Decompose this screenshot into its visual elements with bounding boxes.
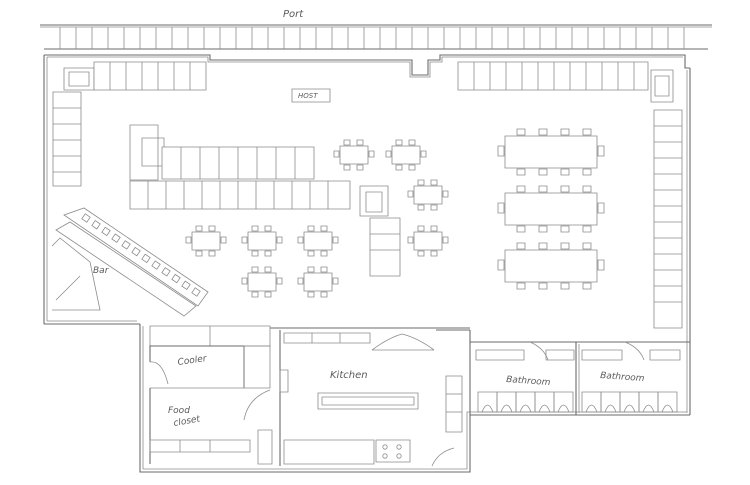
central-booths (130, 125, 400, 276)
long-tables (498, 129, 604, 289)
bathroom-stall (620, 392, 639, 412)
stall-door (501, 405, 512, 412)
bathroom-stall (497, 392, 516, 412)
port-label: Port (283, 9, 304, 20)
bar-stool (82, 214, 90, 222)
bathroom-stall (516, 392, 535, 412)
stall-door (662, 405, 673, 412)
cooler-label: Cooler (177, 354, 208, 368)
bathroom-stall (554, 392, 573, 412)
bathroom-left-label: Bathroom (506, 375, 551, 388)
bar-stool (102, 227, 110, 235)
bar-stool (152, 261, 160, 269)
bathroom-stall (582, 392, 601, 412)
kitchen-label: Kitchen (330, 370, 368, 381)
bathroom-right-label: Bathroom (600, 371, 645, 384)
stall-door (605, 405, 616, 412)
food-label: Food (168, 406, 190, 416)
bathroom-stall (601, 392, 620, 412)
closet-label: closet (173, 414, 202, 429)
bar-stool (172, 274, 180, 282)
stall-door (482, 405, 493, 412)
stall-door (643, 405, 654, 412)
host-label: HOST (298, 92, 318, 100)
bar-stool (132, 247, 140, 255)
bar-area (52, 207, 209, 317)
stall-door (558, 405, 569, 412)
bar-stool (142, 254, 150, 262)
bar-stool (112, 234, 120, 242)
kitchen (244, 330, 470, 466)
host-stand (292, 89, 330, 102)
stall-door (539, 405, 550, 412)
left-booths (53, 62, 206, 186)
small-tables (186, 140, 448, 297)
right-booths (458, 62, 682, 328)
bar-stool (182, 281, 190, 289)
bathrooms (476, 342, 680, 415)
bar-stool (122, 241, 130, 249)
stall-door (624, 405, 635, 412)
bathroom-stall (535, 392, 554, 412)
bar-label: Bar (93, 266, 110, 276)
stall-door (520, 405, 531, 412)
bar-stool (92, 221, 100, 229)
stall-door (586, 405, 597, 412)
bathroom-stall (639, 392, 658, 412)
bar-stool (162, 268, 170, 276)
bathroom-stall (658, 392, 677, 412)
food-closet (150, 388, 272, 464)
bar-stool (192, 288, 200, 296)
cooler-room (150, 326, 270, 388)
outer-walls (44, 55, 690, 472)
bathroom-stall (478, 392, 497, 412)
port-dock (40, 25, 712, 49)
